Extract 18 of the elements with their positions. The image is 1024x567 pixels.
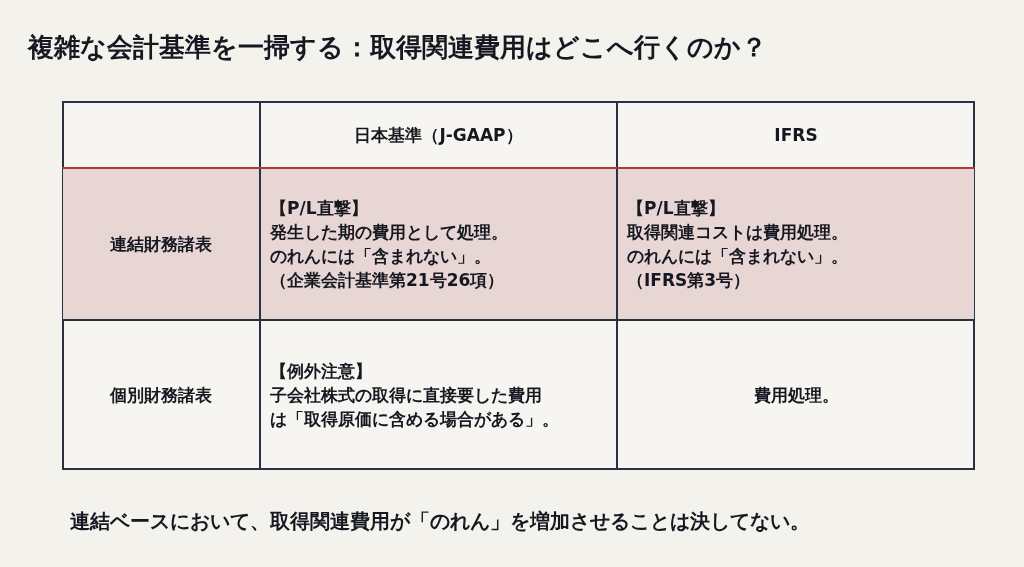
cell-text: のれんには「含まれない」。 — [270, 245, 491, 268]
row-header: 連結財務諸表 — [110, 233, 212, 256]
cell-text: （企業会計基準第21号26項） — [270, 269, 505, 292]
cell-text: 取得関連コストは費用処理。 — [627, 221, 848, 244]
footer-note: 連結ベースにおいて、取得関連費用が「のれん」を増加させることは決してない。 — [70, 508, 810, 535]
cell-text: 子会社株式の取得に直接要した費用 — [270, 384, 542, 407]
column-header: 日本基準（J-GAAP） — [354, 123, 523, 147]
row-header: 個別財務諸表 — [110, 384, 212, 407]
column-header: IFRS — [774, 123, 818, 147]
cell-text: は「取得原価に含める場合がある」。 — [270, 408, 559, 431]
cell-heading: 【P/L直撃】 — [627, 197, 725, 220]
cell-text: （IFRS第3号） — [627, 269, 751, 292]
page-title: 複雑な会計基準を一掃する：取得関連費用はどこへ行くのか？ — [28, 31, 767, 64]
cell-heading: 【P/L直撃】 — [270, 197, 368, 220]
cell-text: のれんには「含まれない」。 — [627, 245, 848, 268]
cell-heading: 【例外注意】 — [270, 360, 372, 383]
cell-text: 費用処理。 — [753, 384, 839, 407]
cell-text: 発生した期の費用として処理。 — [270, 221, 508, 244]
